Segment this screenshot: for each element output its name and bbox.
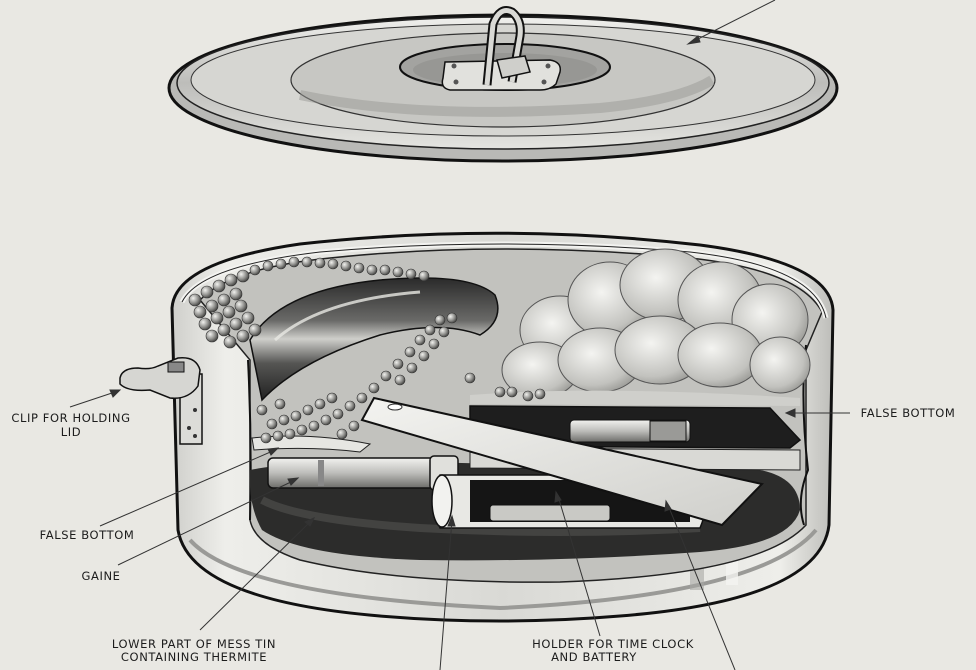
lid-clip bbox=[119, 357, 203, 445]
lid bbox=[167, 6, 839, 163]
label-false-bottom-left: FALSE BOTTOM bbox=[39, 528, 135, 542]
slanted-plate bbox=[360, 396, 764, 527]
label-holder-line2: AND BATTERY bbox=[551, 650, 637, 664]
label-holder-line1: HOLDER FOR TIME CLOCK bbox=[532, 637, 694, 651]
peas bbox=[188, 256, 546, 444]
label-clip-line1: CLIP FOR HOLDING bbox=[11, 411, 131, 425]
label-gaine: GAINE bbox=[81, 569, 121, 583]
mashed-potato bbox=[470, 248, 811, 406]
label-clip-line2: LID bbox=[60, 425, 82, 439]
label-lower-part-line1: LOWER PART OF MESS TIN bbox=[111, 637, 277, 651]
gaine-tube bbox=[267, 455, 459, 491]
label-lower-part-line2: CONTAINING THERMITE bbox=[120, 650, 268, 664]
sausage bbox=[249, 277, 499, 402]
leader-lines bbox=[69, 0, 850, 670]
label-false-bottom-right: FALSE BOTTOM bbox=[860, 406, 956, 420]
